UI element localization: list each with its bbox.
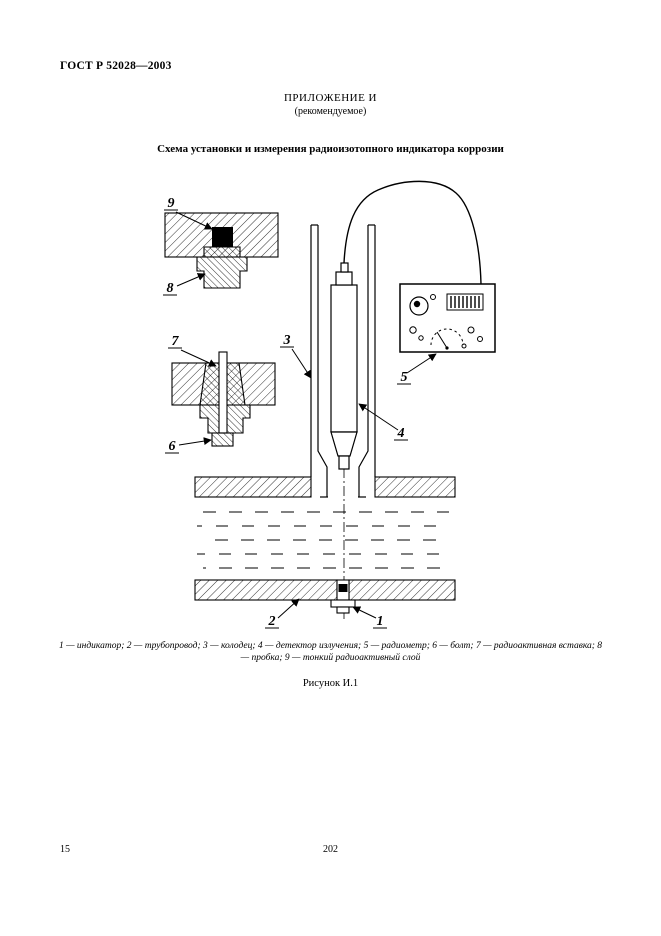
svg-text:4: 4 bbox=[397, 426, 405, 441]
doc-number: ГОСТ Р 52028—2003 bbox=[60, 60, 172, 72]
detail-bolt-section bbox=[171, 351, 276, 447]
well bbox=[310, 224, 376, 498]
figure-label: Рисунок И.1 bbox=[302, 678, 359, 689]
appendix-note: (рекомендуемое) bbox=[294, 106, 367, 117]
radiometer-scale bbox=[430, 328, 464, 346]
liquid-dashes bbox=[197, 511, 449, 569]
bolt-shank bbox=[218, 351, 228, 434]
radiometer bbox=[399, 283, 496, 353]
radioactive-layer bbox=[212, 227, 233, 247]
indicator-seal bbox=[338, 584, 348, 592]
indicator bbox=[330, 579, 356, 614]
detail-plug-section bbox=[164, 212, 279, 289]
radiometer-needle bbox=[436, 331, 448, 349]
appendix-title: ПРИЛОЖЕНИЕ И bbox=[283, 92, 377, 104]
page-number-center: 202 bbox=[323, 844, 338, 855]
svg-text:3: 3 bbox=[283, 333, 291, 348]
figure-caption: 1 — индикатор; 2 — трубопровод; 3 — коло… bbox=[58, 641, 603, 664]
svg-text:7: 7 bbox=[172, 334, 180, 349]
svg-text:5: 5 bbox=[401, 370, 408, 385]
callouts: 9 8 7 6 3 bbox=[163, 196, 437, 629]
callout-3: 3 bbox=[280, 333, 312, 379]
svg-text:9: 9 bbox=[168, 196, 175, 211]
callout-5: 5 bbox=[397, 353, 437, 385]
page-number-left: 15 bbox=[60, 844, 70, 855]
pipe bbox=[194, 476, 456, 601]
radiometer-dial bbox=[409, 296, 429, 316]
detector-connector bbox=[335, 271, 353, 286]
callout-8: 8 bbox=[163, 273, 206, 296]
callout-7: 7 bbox=[168, 334, 217, 367]
figure-title: Схема установки и измерения радиоизотопн… bbox=[157, 143, 504, 155]
svg-text:8: 8 bbox=[167, 281, 174, 296]
cable bbox=[343, 180, 482, 285]
detector bbox=[330, 262, 358, 470]
callout-2: 2 bbox=[265, 598, 300, 629]
callout-6: 6 bbox=[165, 437, 212, 454]
display-bars bbox=[450, 296, 480, 308]
svg-text:6: 6 bbox=[169, 439, 176, 454]
radiometer-display bbox=[446, 293, 484, 311]
callout-4: 4 bbox=[358, 403, 408, 441]
svg-text:1: 1 bbox=[377, 614, 384, 629]
svg-text:2: 2 bbox=[268, 614, 276, 629]
callout-9: 9 bbox=[164, 196, 213, 230]
bolt-nut bbox=[211, 432, 234, 447]
callout-1: 1 bbox=[352, 606, 387, 629]
radiometer-knob bbox=[409, 326, 417, 334]
